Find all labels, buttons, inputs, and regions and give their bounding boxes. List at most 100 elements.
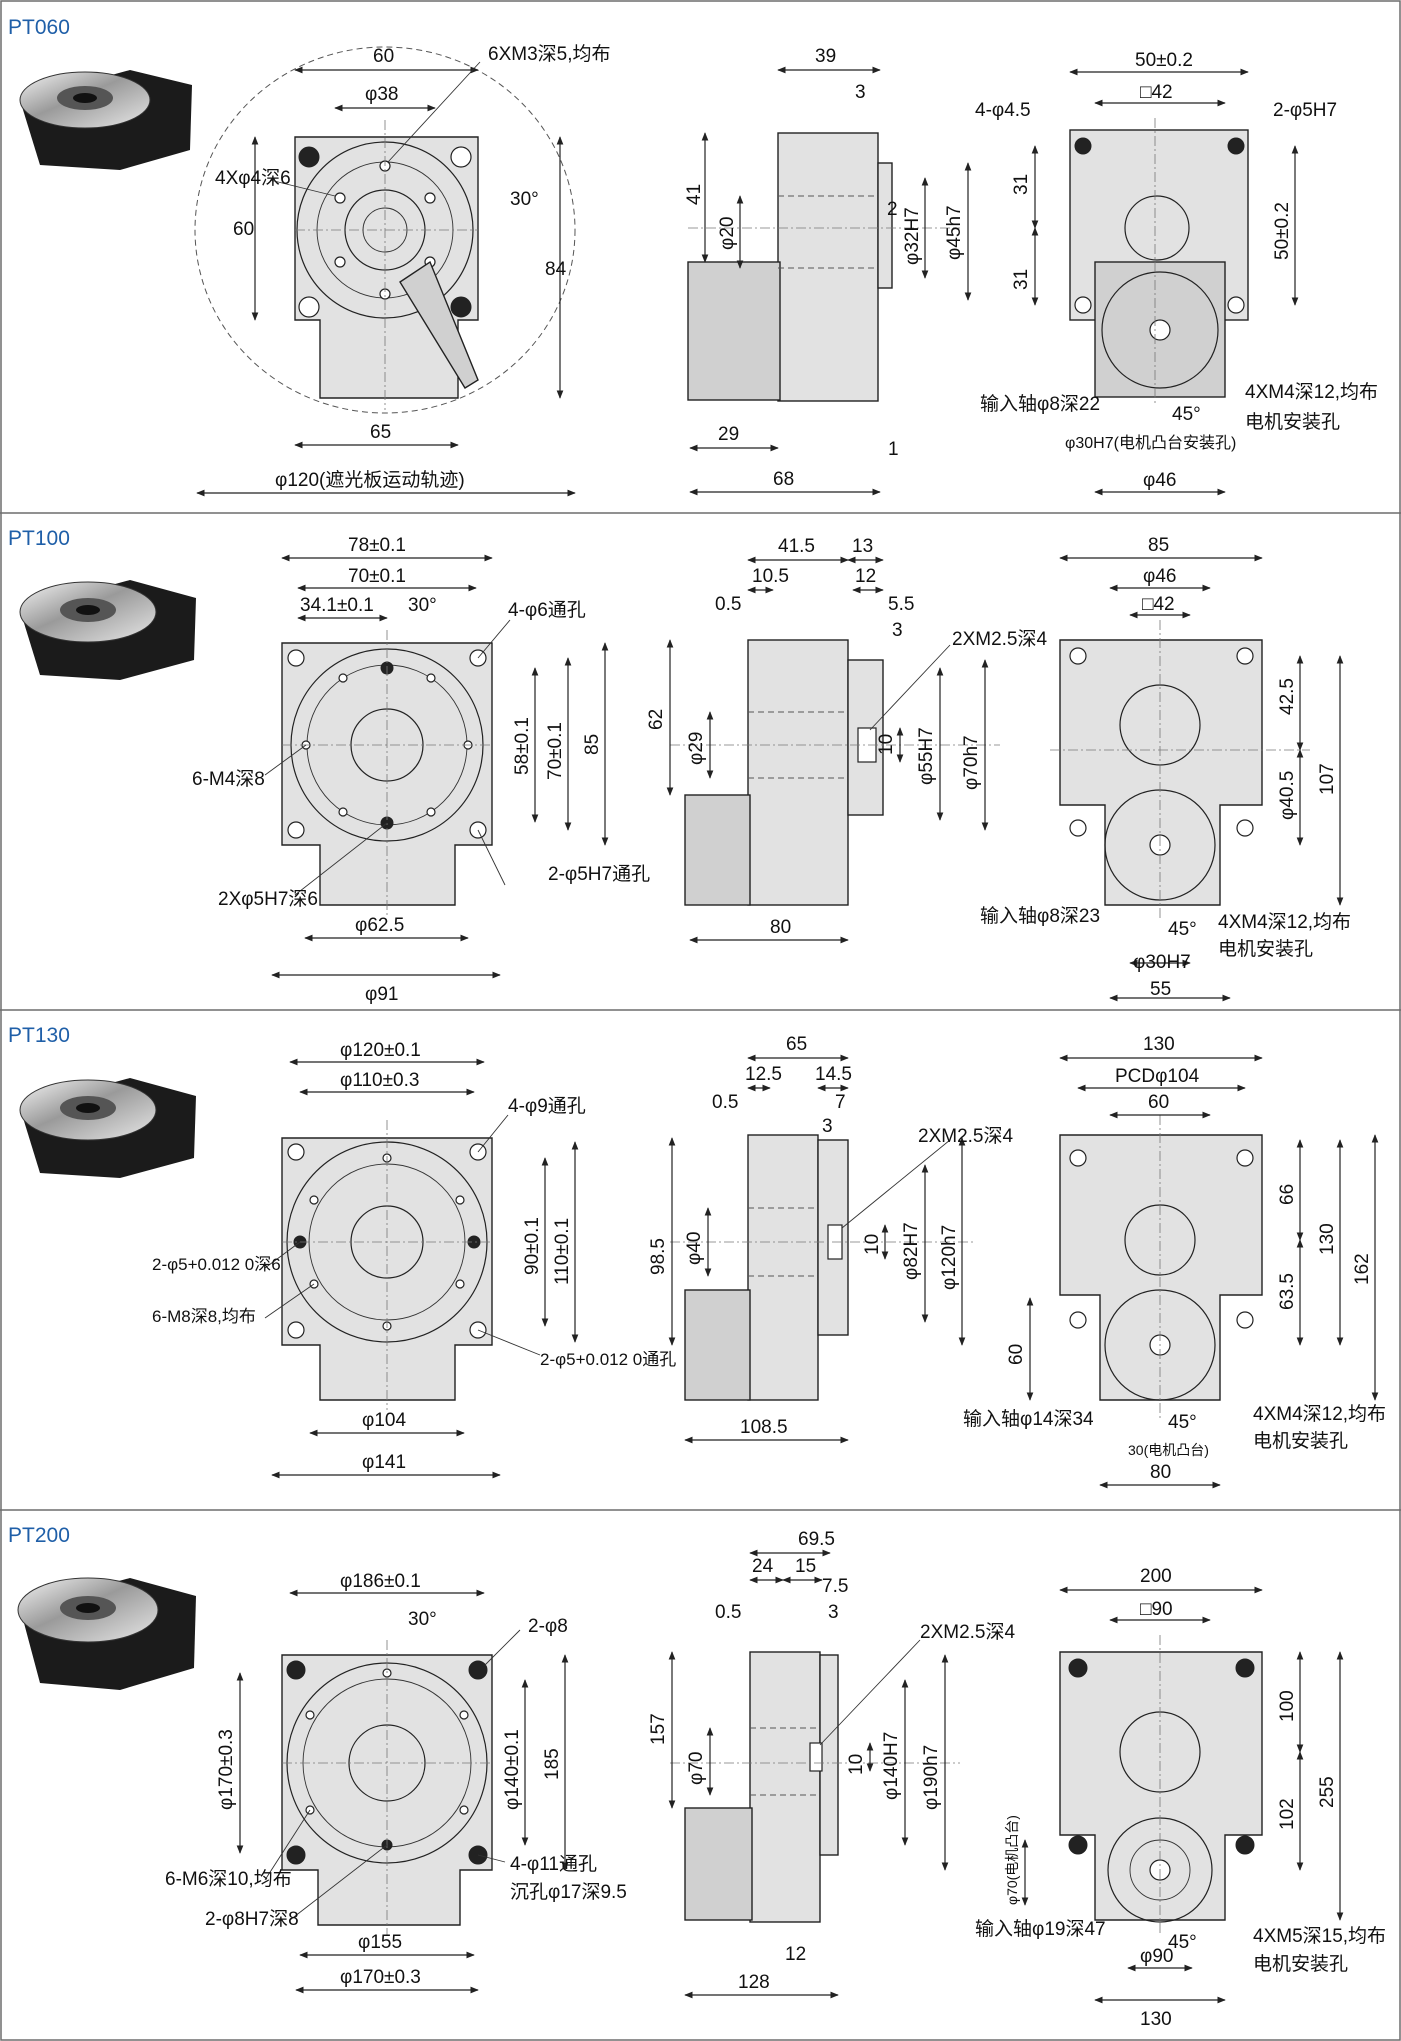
dim-label: 30° xyxy=(408,595,437,616)
section-pt100: PT100 xyxy=(8,527,1351,1005)
dim-label: 45° xyxy=(1168,1932,1197,1953)
dim-label: φ141 xyxy=(362,1452,406,1473)
dim-label: 3 xyxy=(828,1602,839,1623)
dim-label: 13 xyxy=(852,536,873,557)
product-photo xyxy=(19,580,196,680)
section-title: PT200 xyxy=(8,1524,70,1547)
dim-label: 85 xyxy=(582,734,603,755)
dim-label: 31 xyxy=(1011,174,1032,195)
dim-label: 电机安装孔 xyxy=(1253,1953,1348,1975)
dim-label: φ170±0.3 xyxy=(340,1967,421,1988)
dim-label: 4-φ6通孔 xyxy=(508,599,586,621)
dim-label: φ110±0.3 xyxy=(340,1070,419,1091)
dim-label: 42.5 xyxy=(1277,678,1298,715)
dim-label: 84 xyxy=(545,259,567,280)
dim-label: 60 xyxy=(373,46,394,67)
dim-label: 4XM4深12,均布 xyxy=(1245,381,1378,403)
dim-label: 39 xyxy=(815,46,836,67)
dim-label: 输入轴φ14深34 xyxy=(963,1408,1094,1430)
side-view: 69.5 24 15 0.5 7.5 3 2XM2.5深4 157 φ70 10… xyxy=(648,1529,1015,1999)
dim-label: 14.5 xyxy=(815,1064,852,1085)
dim-label: 110±0.1 xyxy=(552,1218,573,1285)
section-title: PT130 xyxy=(8,1024,70,1047)
dim-label: 185 xyxy=(542,1748,563,1780)
dim-label: φ32H7 xyxy=(902,207,923,265)
front-view: 60 φ38 6XM3深5,均布 4Xφ4深6 30° 60 84 65 φ12… xyxy=(194,43,610,497)
dim-label: 12 xyxy=(785,1944,806,1965)
dim-label: 2-φ8H7深8 xyxy=(205,1908,299,1930)
dim-label: φ40.5 xyxy=(1277,771,1298,820)
dim-label: 90±0.1 xyxy=(522,1217,543,1275)
dim-label: 130 xyxy=(1143,1034,1175,1055)
dim-label: 4-φ9通孔 xyxy=(508,1095,586,1117)
dim-label: 45° xyxy=(1168,1412,1197,1433)
dim-label: 45° xyxy=(1172,404,1201,425)
dim-label: 108.5 xyxy=(740,1417,788,1438)
dim-label: 2Xφ5H7深6 xyxy=(218,888,318,910)
dim-label: 1 xyxy=(888,439,899,460)
dim-label: 68 xyxy=(773,469,794,490)
dim-label: 50±0.2 xyxy=(1135,50,1193,71)
dim-label: 102 xyxy=(1277,1798,1298,1830)
dim-label: φ120±0.1 xyxy=(340,1040,421,1061)
back-view: 130 PCDφ104 60 66 63.5 130 162 60 输入轴φ14… xyxy=(963,1034,1386,1489)
dim-label: 15 xyxy=(795,1556,816,1577)
section-pt060: PT060 xyxy=(8,16,1378,497)
dim-label: 30° xyxy=(510,189,539,210)
dim-label: φ55H7 xyxy=(916,727,937,785)
dim-label: φ38 xyxy=(365,84,398,105)
dim-label: 2-φ5+0.012 0通孔 xyxy=(540,1350,676,1369)
dim-label: 6XM3深5,均布 xyxy=(488,43,610,65)
dim-label: φ120h7 xyxy=(939,1225,960,1290)
dim-label: φ70h7 xyxy=(961,735,982,790)
dim-label: 130 xyxy=(1140,2009,1172,2030)
front-view: φ186±0.1 30° 2-φ8 φ170±0.3 φ140±0.1 185 … xyxy=(165,1571,627,1994)
dim-label: φ82H7 xyxy=(901,1222,922,1280)
side-view: 65 12.5 14.5 0.5 7 3 2XM2.5深4 98.5 φ40 1… xyxy=(648,1034,1013,1444)
dim-label: 65 xyxy=(786,1034,807,1055)
dim-label: 2XM2.5深4 xyxy=(918,1125,1013,1147)
dim-label: 2-φ5H7通孔 xyxy=(548,863,650,885)
dim-label: 60 xyxy=(1148,1092,1169,1113)
dim-label: 34.1±0.1 xyxy=(300,595,374,616)
dim-label: 162 xyxy=(1352,1253,1373,1285)
dim-label: 12 xyxy=(855,566,876,587)
dim-label: 65 xyxy=(370,422,391,443)
dim-label: 2-φ5+0.012 0深6 xyxy=(152,1255,281,1274)
dim-label: φ70(电机凸台) xyxy=(1004,1815,1020,1905)
dim-label: φ20 xyxy=(717,217,738,250)
dim-label: 200 xyxy=(1140,1566,1172,1587)
side-view: 41.5 13 10.5 12 0.5 5.5 3 2XM2.5深4 62 φ2… xyxy=(646,536,1047,944)
dim-label: 10 xyxy=(862,1234,883,1255)
dim-label: 电机安装孔 xyxy=(1245,411,1340,433)
dim-label: φ70 xyxy=(686,1752,707,1785)
dim-label: 29 xyxy=(718,424,739,445)
dim-label: □42 xyxy=(1142,594,1175,615)
dim-label: φ29 xyxy=(686,732,707,765)
dim-label: 6-M6深10,均布 xyxy=(165,1868,292,1890)
dim-label: 30° xyxy=(408,1609,437,1630)
dim-label: φ30H7 xyxy=(1133,952,1191,973)
dim-label: 6-M4深8 xyxy=(192,768,265,790)
dim-label: 沉孔φ17深9.5 xyxy=(510,1881,627,1903)
dim-label: 128 xyxy=(738,1972,770,1993)
dim-label: 31 xyxy=(1011,269,1032,290)
dim-label: 2XM2.5深4 xyxy=(952,628,1047,650)
dim-label: 4-φ4.5 xyxy=(975,100,1031,121)
product-photo xyxy=(19,70,192,170)
dim-label: φ120(遮光板运动轨迹) xyxy=(275,469,465,491)
dim-label: 100 xyxy=(1277,1690,1298,1722)
dim-label: 41.5 xyxy=(778,536,815,557)
dim-label: 12.5 xyxy=(745,1064,782,1085)
dim-label: 10 xyxy=(876,734,897,755)
dim-label: 107 xyxy=(1317,763,1338,795)
dim-label: 2XM2.5深4 xyxy=(920,1621,1015,1643)
dim-label: □42 xyxy=(1140,82,1173,103)
dim-label: 7.5 xyxy=(822,1576,848,1597)
dim-label: 60 xyxy=(233,219,254,240)
dim-label: 0.5 xyxy=(715,594,741,615)
side-view: 39 3 41 φ20 2 φ32H7 φ45h7 29 1 68 xyxy=(684,46,972,496)
dim-label: 7 xyxy=(835,1092,846,1113)
back-view: 200 □90 100 102 255 φ70(电机凸台) 输入轴φ19深47 … xyxy=(975,1566,1386,2030)
